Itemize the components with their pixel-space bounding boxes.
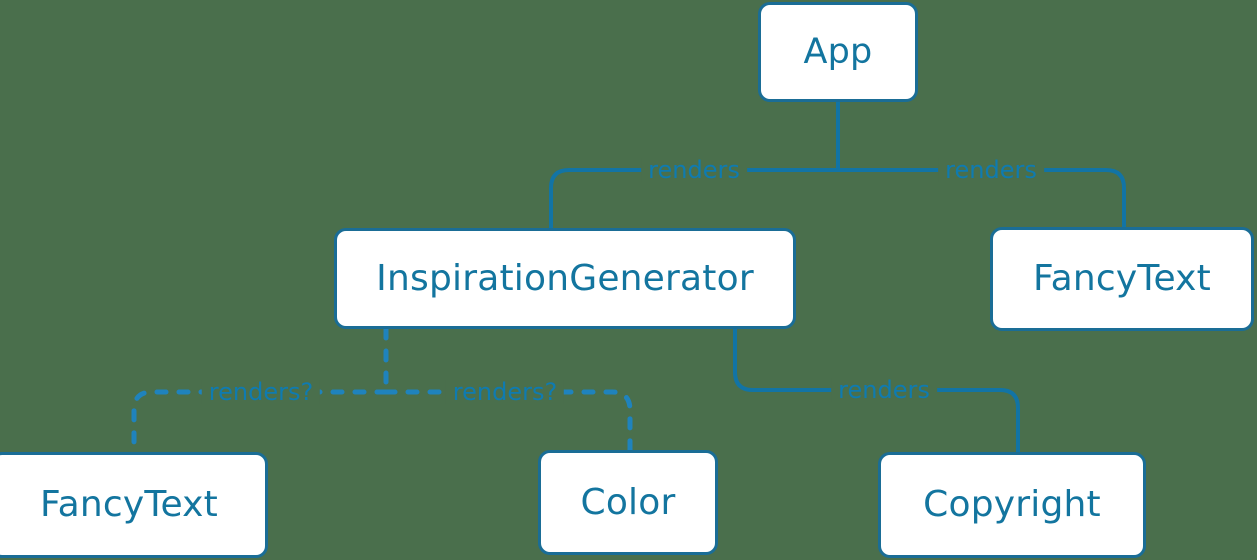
edge-label-app-to-inspirationgenerator: renders bbox=[641, 158, 747, 182]
edge-inspirationgenerator-to-fancytext bbox=[131, 389, 389, 455]
edge-label-app-to-fancytext: renders bbox=[938, 158, 1044, 182]
node-inspirationgenerator[interactable]: InspirationGenerator bbox=[334, 228, 796, 329]
node-copyright-label: Copyright bbox=[923, 484, 1101, 525]
node-color[interactable]: Color bbox=[538, 450, 718, 555]
edge-inspirationgenerator-to-color bbox=[383, 389, 633, 453]
edge-app-to-inspirationgenerator bbox=[549, 168, 840, 230]
node-app-label: App bbox=[803, 31, 873, 72]
node-fancytext-bottom[interactable]: FancyText bbox=[0, 452, 268, 558]
node-inspirationgenerator-label: InspirationGenerator bbox=[376, 257, 754, 299]
edge-label-inspirationgenerator-to-color: renders? bbox=[445, 380, 565, 404]
edge-label-inspirationgenerator-to-fancytext: renders? bbox=[201, 380, 321, 404]
edge-label-inspirationgenerator-to-copyright: renders bbox=[831, 378, 937, 402]
node-fancytext-top[interactable]: FancyText bbox=[990, 227, 1254, 331]
node-color-label: Color bbox=[580, 481, 676, 523]
node-fancytext-top-label: FancyText bbox=[1033, 258, 1211, 299]
edge-app-to-fancytext bbox=[836, 168, 1126, 230]
node-fancytext-bottom-label: FancyText bbox=[40, 484, 218, 525]
node-app[interactable]: App bbox=[758, 2, 918, 102]
node-copyright[interactable]: Copyright bbox=[878, 452, 1146, 558]
